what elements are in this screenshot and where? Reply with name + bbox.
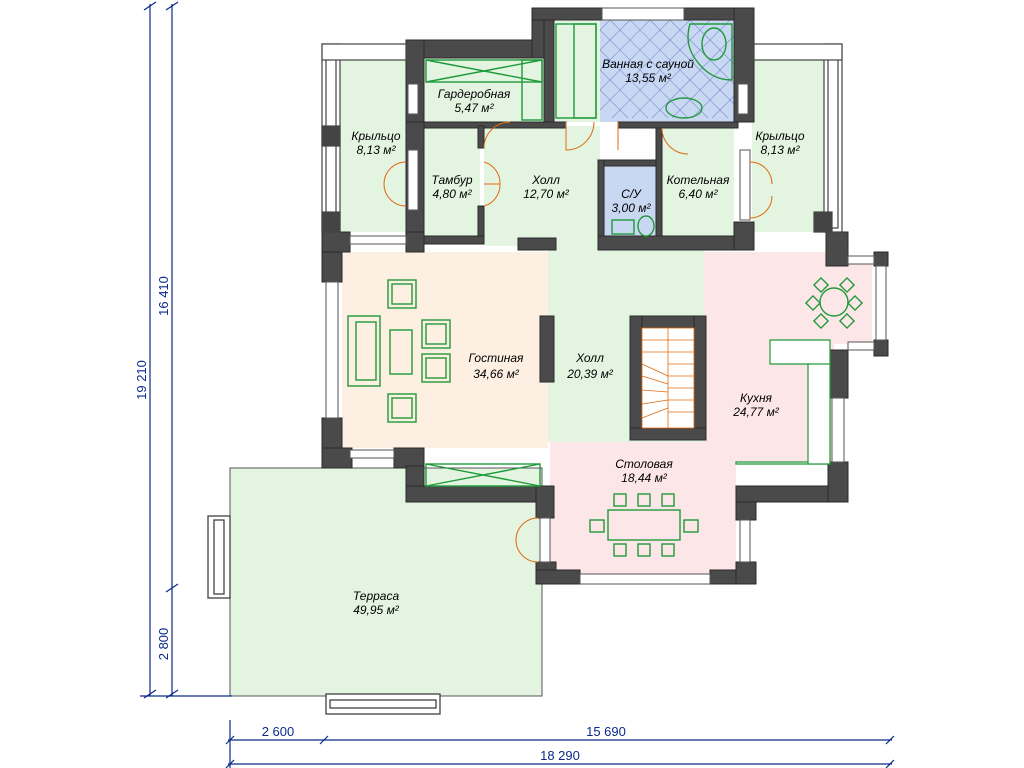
wardrobe-floor (424, 58, 544, 122)
area-vestibule: 4,80 м² (433, 187, 473, 201)
living-floor (342, 252, 548, 448)
area-porch-right: 8,13 м² (761, 143, 801, 157)
doors (383, 121, 773, 563)
label-hall-top: Холл (531, 173, 560, 187)
area-wardrobe: 5,47 м² (455, 101, 495, 115)
staircase (641, 327, 695, 429)
area-wc: 3,00 м² (612, 201, 652, 215)
area-bath-sauna: 13,55 м² (625, 71, 672, 85)
label-dining: Столовая (615, 457, 673, 471)
label-wc: С/У (621, 187, 642, 201)
wc-floor (604, 164, 658, 238)
room-labels: Гардеробная 5,47 м² Ванная с сауной 13,5… (351, 57, 805, 617)
area-hall-center: 20,39 м² (566, 367, 614, 381)
windows (325, 7, 887, 585)
area-kitchen: 24,77 м² (732, 405, 780, 419)
bath-tile-hatch (599, 19, 735, 119)
label-living: Гостиная (469, 351, 524, 365)
dim-terrace-depth: 2 800 (156, 628, 171, 661)
kitchen-counters (735, 339, 831, 465)
label-wardrobe: Гардеробная (438, 87, 511, 101)
terrace-floor (229, 467, 543, 697)
dimension-lines: 19 210 16 410 2 800 2 600 15 690 18 290 (134, 1, 895, 768)
porch-railings (321, 43, 843, 233)
label-boiler: Котельная (667, 173, 730, 187)
vestibule-floor (424, 126, 480, 238)
area-boiler: 6,40 м² (679, 187, 719, 201)
label-vestibule: Тамбур (431, 173, 472, 187)
dim-total-height: 19 210 (134, 360, 149, 400)
area-living: 34,66 м² (473, 367, 520, 381)
label-terrace: Терраса (353, 589, 400, 603)
furniture (347, 23, 864, 557)
dim-house-width: 15 690 (586, 724, 626, 739)
label-kitchen: Кухня (740, 391, 773, 405)
porch-right-floor (752, 60, 824, 232)
terrace-steps (207, 515, 441, 715)
area-porch-left: 8,13 м² (357, 143, 397, 157)
area-hall-top: 12,70 м² (523, 187, 570, 201)
kitchen-alcove-floor (830, 264, 872, 344)
area-terrace: 49,95 м² (353, 603, 400, 617)
label-bath-sauna: Ванная с сауной (602, 57, 694, 71)
label-porch-left: Крыльцо (351, 129, 401, 143)
label-hall-center: Холл (575, 351, 604, 365)
porch-left-floor (340, 60, 412, 232)
dim-terrace-width: 2 600 (262, 724, 295, 739)
area-dining: 18,44 м² (621, 471, 668, 485)
dim-house-height: 16 410 (156, 276, 171, 316)
boiler-floor (662, 126, 734, 238)
dim-total-width: 18 290 (540, 748, 580, 763)
label-porch-right: Крыльцо (755, 129, 805, 143)
